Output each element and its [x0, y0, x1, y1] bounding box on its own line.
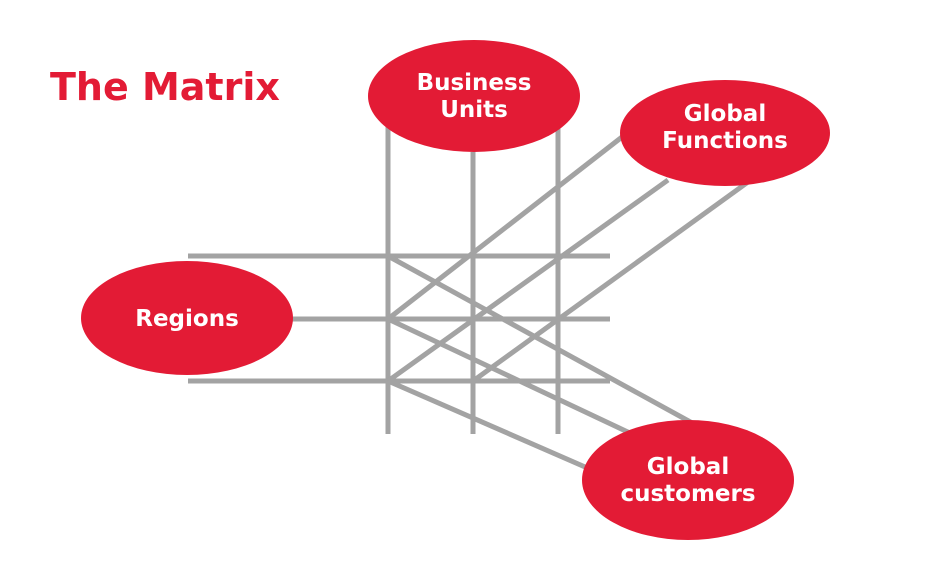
regions-label: Regions [135, 306, 239, 332]
node-business-units: Business Units [368, 40, 580, 152]
business-units-shape [368, 40, 580, 152]
function-line-3 [471, 179, 750, 384]
diagram-title: The Matrix [50, 65, 280, 109]
global-functions-label-line2: Functions [662, 128, 788, 154]
global-customers-label: Global [647, 454, 729, 480]
global-functions-label-line1: Global [684, 101, 766, 127]
node-regions: Regions [81, 261, 293, 375]
global-functions-label: Functions [662, 128, 788, 154]
customer-line-2 [386, 316, 634, 437]
global-customers-label: customers [620, 481, 755, 507]
global-functions-label: Global [684, 101, 766, 127]
connector-lines [188, 126, 750, 473]
customer-line-1 [386, 253, 707, 433]
business-units-label: Units [440, 97, 508, 123]
function-line-1 [386, 135, 624, 321]
function-line-2 [386, 177, 670, 384]
global-customers-shape [582, 420, 794, 540]
global-customers-label-line1: Global [647, 454, 729, 480]
global-customers-label-line2: customers [620, 481, 755, 507]
global-functions-shape [620, 80, 830, 186]
customer-line-3 [387, 378, 593, 473]
business-units-label-line2: Units [440, 97, 508, 123]
business-units-label: Business [417, 70, 532, 96]
regions-label-text: Regions [135, 306, 239, 332]
node-global-functions: Global Functions [620, 80, 830, 186]
business-units-label-line1: Business [417, 70, 532, 96]
regions-shape [81, 261, 293, 375]
node-global-customers: Global customers [582, 420, 794, 540]
